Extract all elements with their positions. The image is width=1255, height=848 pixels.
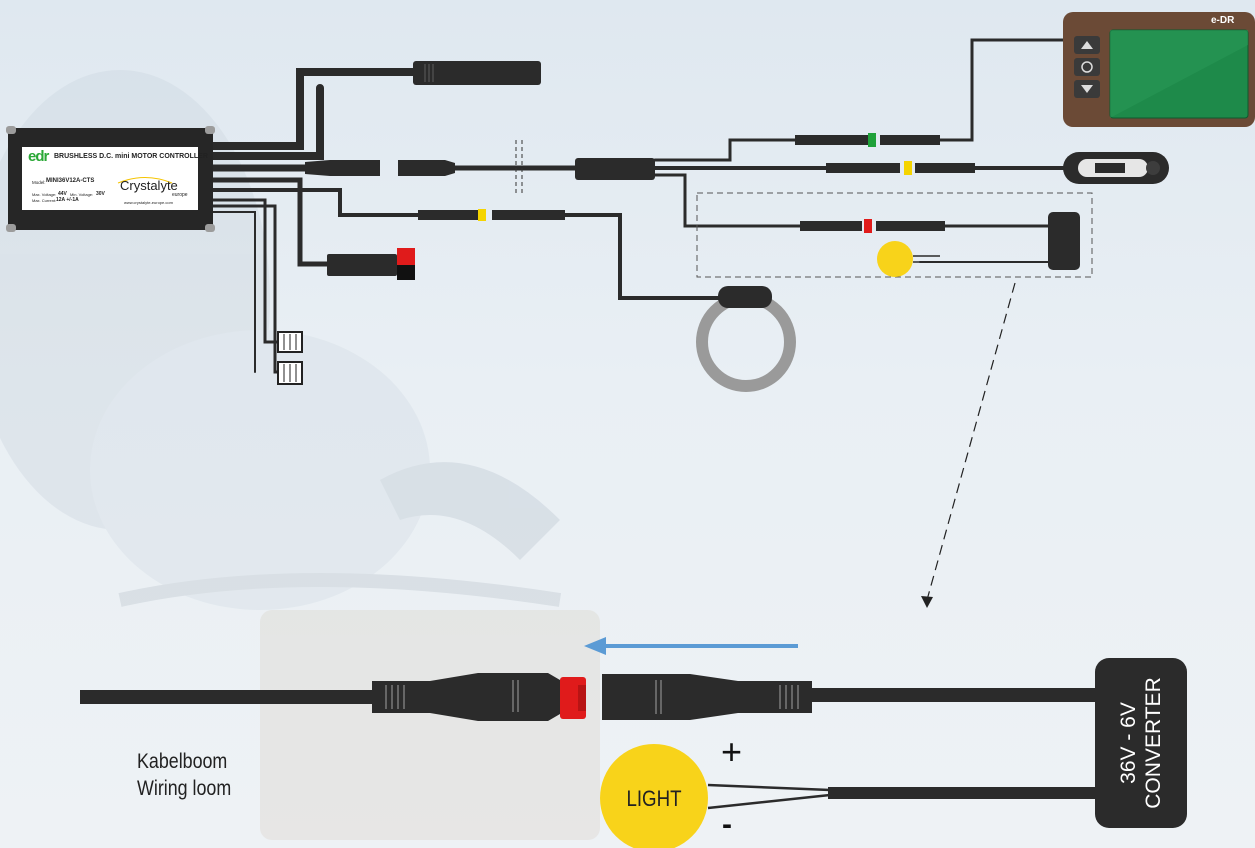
converter-voltage: 36V - 6V [1117,702,1140,784]
controller-brand-sub: europe [172,192,188,198]
controller-title: BRUSHLESS D.C. mini MOTOR CONTROLLER [54,153,208,160]
controller-url: www.crystalyte-europe.com [124,200,173,205]
splitter-block [575,158,655,180]
speed-sensor [696,286,796,392]
throttle-grip [413,61,541,85]
battery-connector [327,248,415,280]
direction-arrow [584,637,798,655]
display-brand: e-DR [1211,15,1235,26]
controller-brand: Crystalyte [120,178,178,193]
red-connector-light [800,219,945,233]
controller-model-label: Model: [32,180,46,185]
light-small [877,241,913,277]
plus-label: + [721,731,743,772]
converter-box [1095,658,1187,828]
yellow-connector-brake [826,161,975,175]
controller-max-voltage-label: Max. Voltage: [32,192,57,197]
controller-model: MINI36V12A-CTS [46,178,95,184]
converter-small [1048,212,1080,270]
cables-top [206,38,1070,374]
light-icon [600,744,708,848]
converter-label: 36V - 6V CONVERTER [1095,658,1187,828]
detail-pointer [926,282,1016,601]
e-dr-display [1063,12,1255,127]
controller-max-voltage: 44V [58,191,67,197]
controller-logo: edr [28,148,49,165]
motor-connector [305,160,455,176]
motor-controller [6,126,215,232]
yellow-connector-pas [418,209,565,221]
aux-plug-1 [277,331,303,353]
wiring-loom-label-en: Wiring loom [137,777,232,800]
converter-word: CONVERTER [1142,677,1165,809]
detail-highlight-box [696,192,1093,278]
light-label: LIGHT [626,786,682,811]
wiring-loom-label-nl: Kabelboom [137,750,228,773]
aux-plug-2 [277,361,303,385]
detail-connector-right [602,674,812,720]
detail-cables [80,688,1100,810]
detail-connector-left [372,673,586,721]
controller-max-current: 12A +/-1A [56,197,79,203]
controller-max-current-label: Max. Current: [32,198,57,203]
controller-min-voltage: 30V [96,191,105,197]
green-connector-display [795,133,940,147]
controller-min-voltage-label: Min. Voltage: [70,192,94,197]
minus-label: - [722,808,732,841]
brake-switch [1063,152,1169,184]
